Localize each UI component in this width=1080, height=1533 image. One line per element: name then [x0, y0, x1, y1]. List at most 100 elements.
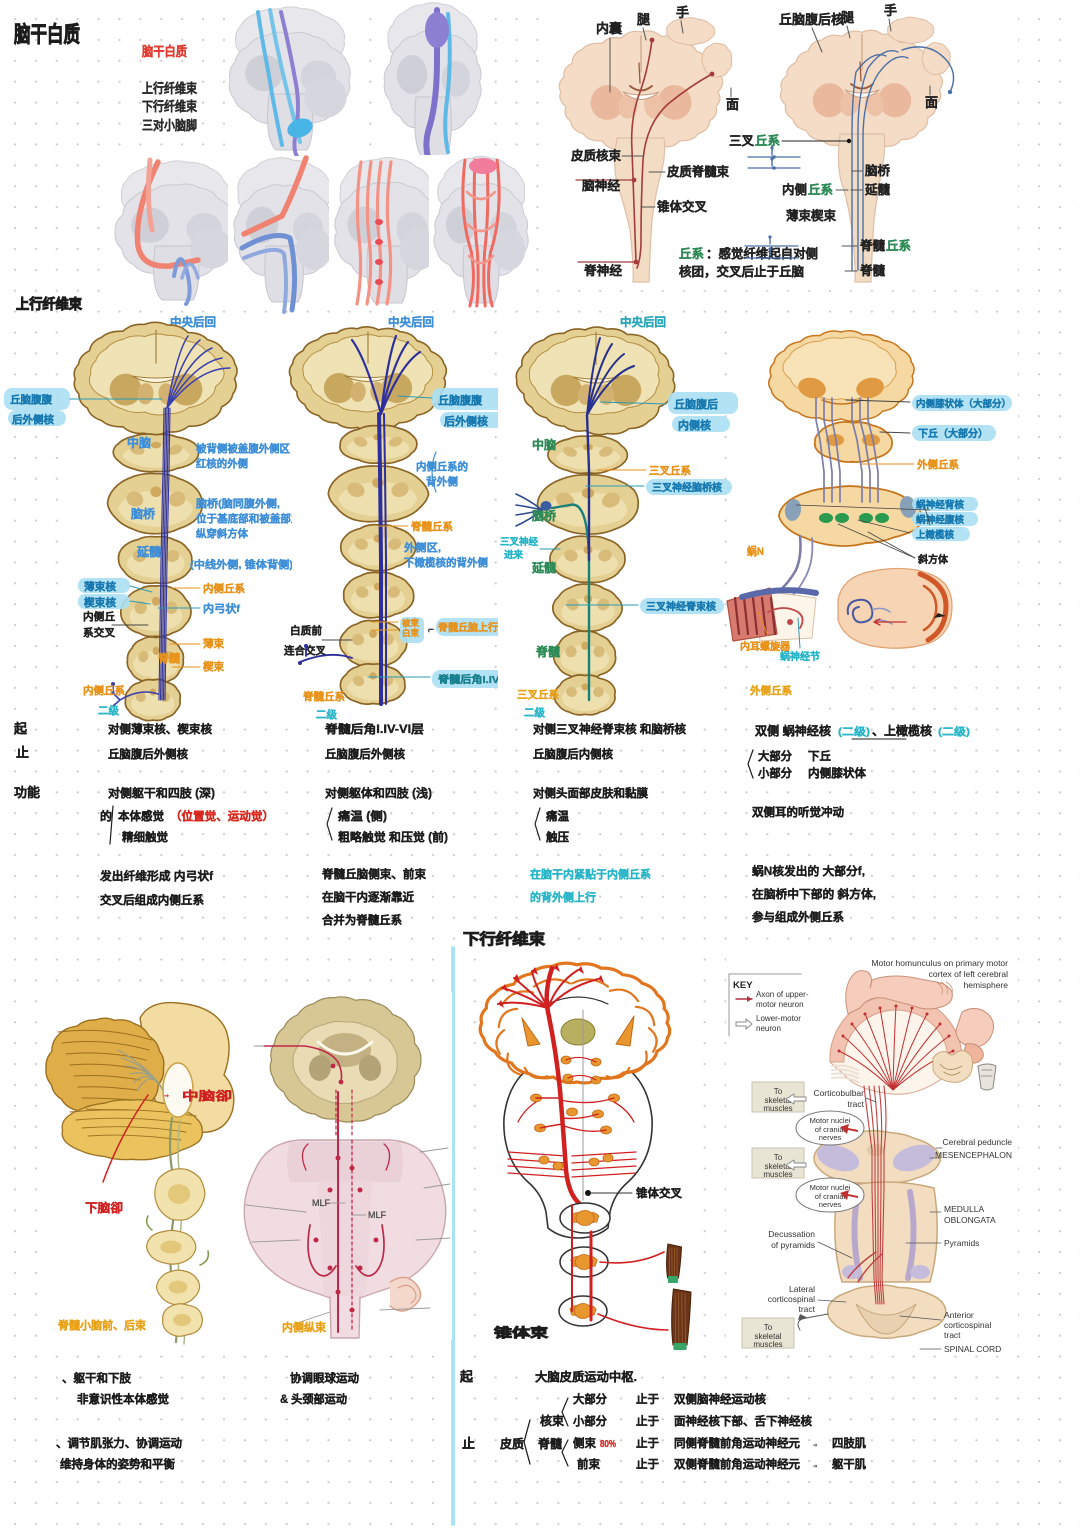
svg-text:本体感觉: 本体感觉 [118, 809, 164, 823]
svg-text:脑神经: 脑神经 [581, 178, 621, 193]
svg-text:脊髓丘系: 脊髓丘系 [410, 520, 453, 533]
svg-text:锥体束: 锥体束 [494, 1325, 549, 1340]
svg-text:对侧躯干和四肢 (深): 对侧躯干和四肢 (深) [108, 786, 215, 800]
svg-text:中脑: 中脑 [532, 437, 556, 452]
svg-text:MLF: MLF [368, 1210, 387, 1220]
svg-text:发出纤维形成 内弓状f: 发出纤维形成 内弓状f [99, 869, 213, 883]
svg-text:大部分: 大部分 [573, 1392, 607, 1406]
svg-text:外侧丘系: 外侧丘系 [916, 458, 959, 471]
svg-text:Corticobulbar: Corticobulbar [813, 1088, 864, 1098]
svg-text:的: 的 [100, 809, 112, 823]
svg-text:丘脑腹后核: 丘脑腹后核 [779, 12, 844, 27]
svg-text:功能: 功能 [14, 785, 40, 800]
svg-text:粗略触觉 和压觉 (前): 粗略触觉 和压觉 (前) [338, 830, 448, 844]
svg-text:脊髓: 脊髓 [157, 651, 181, 665]
svg-text:双侧耳的听觉冲动: 双侧耳的听觉冲动 [751, 805, 844, 819]
svg-text:下脑卻: 下脑卻 [85, 1200, 123, 1215]
svg-text:在脑干内紧贴于内侧丘系: 在脑干内紧贴于内侧丘系 [530, 867, 651, 881]
svg-text:腿: 腿 [841, 10, 854, 25]
svg-text:内侧丘: 内侧丘 [83, 610, 116, 623]
svg-text:躯干肌: 躯干肌 [831, 1457, 866, 1471]
svg-text:Decussation: Decussation [768, 1229, 815, 1239]
svg-text:小部分: 小部分 [572, 1414, 607, 1428]
svg-text:内侧膝状体: 内侧膝状体 [808, 766, 867, 780]
svg-text:皮质脊髓束: 皮质脊髓束 [666, 164, 729, 179]
svg-text:上橄榄核: 上橄榄核 [916, 529, 954, 541]
svg-text:蜗神经腹核: 蜗神经腹核 [916, 514, 964, 526]
svg-text:大部分: 大部分 [758, 749, 792, 763]
svg-text:薄束: 薄束 [203, 637, 224, 650]
svg-text:motor neuron: motor neuron [756, 1000, 804, 1009]
svg-text:面神经核下部、舌下神经核: 面神经核下部、舌下神经核 [674, 1414, 812, 1428]
svg-text:小部分: 小部分 [757, 766, 792, 780]
svg-text:斜方体: 斜方体 [917, 553, 949, 566]
svg-text:Cerebral peduncle: Cerebral peduncle [943, 1137, 1013, 1147]
svg-text:内侧核: 内侧核 [678, 418, 711, 432]
svg-text:三叉神经: 三叉神经 [500, 536, 538, 548]
svg-text:Motor nuclei: Motor nuclei [810, 1116, 851, 1125]
svg-text:SPINAL CORD: SPINAL CORD [944, 1344, 1001, 1354]
svg-text:面: 面 [925, 95, 938, 110]
svg-text:(二级): (二级) [838, 725, 870, 738]
svg-text:脊髓后角I.IV-VI层: 脊髓后角I.IV-VI层 [324, 722, 425, 736]
svg-text:脑干白质: 脑干白质 [142, 44, 187, 59]
svg-text:丘脑腹后内侧核: 丘脑腹后内侧核 [533, 747, 613, 761]
svg-text:丘系: 丘系 [679, 246, 704, 261]
svg-text:Lateral: Lateral [789, 1284, 815, 1294]
svg-text:中央后回: 中央后回 [388, 315, 434, 329]
svg-text:纵穿斜方体: 纵穿斜方体 [196, 527, 248, 540]
svg-text:对侧躯体和四肢 (浅): 对侧躯体和四肢 (浅) [325, 786, 432, 800]
svg-text:进来: 进来 [504, 549, 523, 561]
svg-text:MEDULLA: MEDULLA [944, 1204, 984, 1214]
svg-text:手: 手 [884, 3, 897, 18]
svg-text:muscles: muscles [763, 1170, 792, 1179]
svg-text:锥体交叉: 锥体交叉 [636, 1186, 682, 1200]
svg-text:薄束核: 薄束核 [84, 580, 117, 593]
svg-text:止于: 止于 [636, 1457, 659, 1471]
svg-text:MLF: MLF [312, 1198, 331, 1208]
svg-text:痛温 (侧): 痛温 (侧) [337, 809, 387, 823]
svg-text:脑桥: 脑桥 [864, 163, 890, 178]
svg-text:双侧 蜗神经核: 双侧 蜗神经核 [755, 723, 831, 738]
svg-text:在脑桥中下部的 斜方体,: 在脑桥中下部的 斜方体, [752, 887, 876, 901]
svg-text:、调节肌张力、协调运动: 、调节肌张力、协调运动 [56, 1436, 182, 1450]
svg-text:薄束楔束: 薄束楔束 [786, 208, 836, 223]
svg-text:大脑皮质运动中枢.: 大脑皮质运动中枢. [535, 1369, 637, 1384]
svg-text:脑干白质: 脑干白质 [14, 22, 80, 47]
svg-text:交叉后组成内侧丘系: 交叉后组成内侧丘系 [100, 893, 205, 907]
svg-text:脊神经: 脊神经 [583, 263, 623, 278]
svg-text:侧束: 侧束 [573, 1436, 596, 1450]
svg-text:Pyramids: Pyramids [944, 1238, 979, 1248]
svg-text:止于: 止于 [636, 1436, 659, 1450]
svg-text:丘系: 丘系 [755, 133, 780, 148]
svg-text:对侧头面部皮肤和黏膜: 对侧头面部皮肤和黏膜 [533, 786, 648, 800]
svg-text:红核的外侧: 红核的外侧 [196, 457, 248, 470]
svg-text:脊髓: 脊髓 [537, 1436, 563, 1451]
svg-text:三叉神经脑桥核: 三叉神经脑桥核 [652, 481, 722, 494]
svg-text:脊髓丘脑侧束、前束: 脊髓丘脑侧束、前束 [321, 867, 427, 881]
svg-text:nerves: nerves [819, 1200, 842, 1209]
svg-text:止于: 止于 [636, 1392, 659, 1406]
svg-text:、上橄榄核: 、上橄榄核 [872, 723, 932, 738]
svg-text:To: To [774, 1087, 783, 1096]
svg-text:丘脑腹腹: 丘脑腹腹 [438, 393, 483, 407]
svg-text:手: 手 [676, 5, 689, 20]
svg-text:蜗神经节: 蜗神经节 [780, 650, 820, 663]
svg-text:脑桥: 脑桥 [531, 508, 557, 523]
svg-text:上行纤维束: 上行纤维束 [16, 296, 83, 312]
svg-text:：感觉纤维起自对侧: ：感觉纤维起自对侧 [706, 246, 818, 261]
svg-text:中央后回: 中央后回 [620, 315, 666, 329]
svg-text:OBLONGATA: OBLONGATA [944, 1215, 996, 1225]
svg-text:⌐: ⌐ [428, 624, 434, 636]
svg-text:维持身体的姿势和平衡: 维持身体的姿势和平衡 [60, 1457, 175, 1471]
svg-text:核束: 核束 [540, 1413, 565, 1428]
svg-text:Motor homunculus on primary mo: Motor homunculus on primary motor [871, 958, 1008, 968]
svg-text:被束: 被束 [402, 618, 419, 628]
svg-text:Axon of upper-: Axon of upper- [756, 990, 809, 999]
svg-text:(中线外侧, 锥体背侧): (中线外侧, 锥体背侧) [190, 558, 293, 571]
svg-text:脊髓: 脊髓 [859, 238, 885, 253]
svg-text:丘系: 丘系 [808, 182, 833, 197]
svg-text:下丘（大部分）: 下丘（大部分） [918, 427, 988, 440]
svg-text:内侧丘系: 内侧丘系 [203, 582, 245, 595]
svg-text:tract: tract [944, 1330, 961, 1340]
